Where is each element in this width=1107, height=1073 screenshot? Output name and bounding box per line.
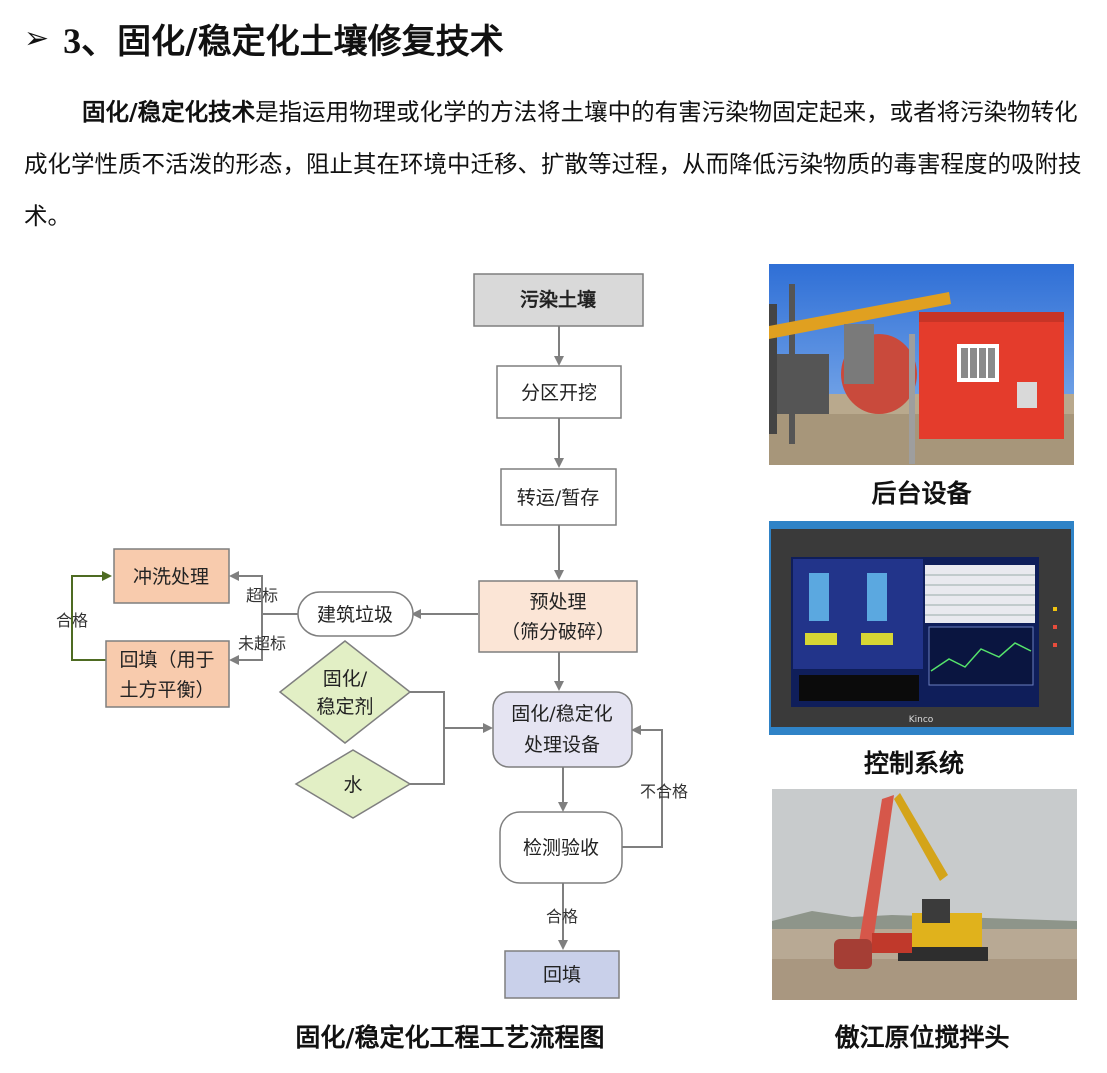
description-paragraph: 固化/稳定化技术是指运用物理或化学的方法将土壤中的有害污染物固定起来，或者将污染… bbox=[24, 86, 1084, 242]
node-treatment-equipment-label-1: 固化/稳定化 bbox=[511, 703, 612, 725]
node-treatment-equipment bbox=[492, 691, 633, 768]
node-wash bbox=[113, 548, 230, 604]
arrow-agent-equipment bbox=[410, 691, 493, 733]
node-treatment-equipment-label-2: 处理设备 bbox=[524, 734, 600, 756]
node-stabilizer-agent-label-2: 稳定剂 bbox=[316, 696, 373, 718]
photo-mixing-head bbox=[772, 789, 1077, 1000]
node-backfill-earthwork-label-1: 回填（用于 bbox=[119, 649, 214, 671]
node-pretreatment-label-2: （筛分破碎） bbox=[501, 621, 615, 643]
node-excavation-label: 分区开挖 bbox=[521, 382, 597, 404]
node-contaminated-soil-label: 污染土壤 bbox=[520, 288, 597, 311]
paragraph-body: 是指运用物理或化学的方法将土壤中的有害污染物固定起来，或者将污染物转化成化学性质… bbox=[24, 98, 1082, 230]
caption-backend-equipment: 后台设备 bbox=[871, 479, 972, 508]
node-contaminated-soil bbox=[473, 273, 644, 327]
node-water-label: 水 bbox=[343, 774, 362, 796]
photo-control-system: Kinco bbox=[769, 521, 1074, 735]
section-heading: ➢ 3、 固化/稳定化土壤修复技术 bbox=[24, 8, 504, 68]
node-inspection bbox=[499, 811, 623, 884]
node-inspection-label: 检测验收 bbox=[523, 837, 599, 859]
arrow-waste-wash bbox=[229, 571, 298, 615]
arrow-bullet-icon: ➢ bbox=[24, 20, 50, 56]
photo-backend-equipment bbox=[769, 264, 1074, 465]
edge-label-qualified-side: 合格 bbox=[56, 611, 88, 630]
flowchart-caption: 固化/稳定化工程工艺流程图 bbox=[295, 1023, 605, 1052]
arrow-waste-backfill-side bbox=[229, 614, 263, 665]
node-water bbox=[294, 749, 412, 819]
node-transfer-label: 转运/暂存 bbox=[517, 487, 599, 509]
arrow-backfill-wash-qualified bbox=[71, 571, 112, 661]
kinco-brand: Kinco bbox=[909, 715, 934, 725]
heading-text: 固化/稳定化土壤修复技术 bbox=[117, 21, 504, 62]
node-construction-waste bbox=[297, 591, 414, 637]
caption-mixing-head: 傲江原位搅拌头 bbox=[834, 1023, 1010, 1052]
node-stabilizer-agent bbox=[278, 640, 412, 744]
edge-label-unqualified: 不合格 bbox=[640, 782, 688, 801]
node-pretreatment-label-1: 预处理 bbox=[529, 591, 586, 613]
node-wash-label: 冲洗处理 bbox=[133, 566, 209, 588]
node-backfill-earthwork bbox=[105, 640, 230, 708]
bold-term: 固化/稳定化技术 bbox=[82, 98, 256, 126]
caption-control-system: 控制系统 bbox=[863, 749, 964, 778]
edge-label-not-exceed: 未超标 bbox=[238, 634, 286, 653]
line-water-equipment bbox=[410, 728, 445, 785]
edge-label-exceed: 超标 bbox=[246, 586, 278, 605]
node-backfill-label: 回填 bbox=[543, 964, 581, 986]
arrow-unqualified-loop bbox=[622, 725, 663, 848]
node-backfill bbox=[504, 950, 620, 999]
node-transfer bbox=[500, 468, 617, 526]
heading-number: 3、 bbox=[63, 21, 118, 61]
node-excavation bbox=[496, 365, 622, 419]
node-backfill-earthwork-label-2: 土方平衡） bbox=[119, 679, 214, 701]
node-stabilizer-agent-label-1: 固化/ bbox=[323, 668, 368, 690]
node-pretreatment bbox=[478, 580, 638, 653]
node-construction-waste-label: 建筑垃圾 bbox=[317, 604, 393, 626]
edge-label-qualified: 合格 bbox=[546, 907, 578, 926]
